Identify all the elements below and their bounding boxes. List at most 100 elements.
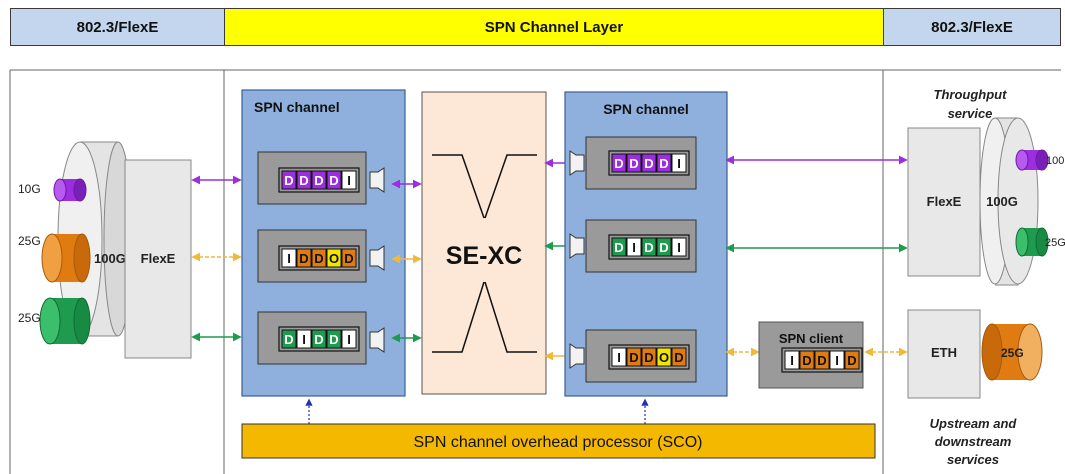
eth-cyl-25g: 25G [981,323,1043,381]
block-cell [326,329,342,349]
block-letter: O [659,350,669,365]
updown-label-line1: Upstream and [930,416,1018,431]
right-drum-label: 100G [986,194,1018,209]
se-xc-label: SE-XC [446,242,522,270]
block-letter: D [644,350,653,365]
outer-frame [9,69,1061,474]
spn-channel-left-panel: SPN channel [241,89,406,397]
block-cell [341,170,357,190]
block-letter: I [677,156,681,171]
block-cell [296,248,312,268]
block-cell [814,350,830,370]
right-drum-100g: 100G [979,117,1039,286]
rate-25g-label-b: 25G [18,311,41,325]
block-cell [626,153,642,173]
port-connector [369,167,385,193]
block-letter: I [790,353,794,368]
right-cyl-green: 25G [1015,227,1065,257]
eth-label: ETH [931,345,957,360]
block-row-frame [278,245,360,271]
block-cell [296,329,312,349]
port-connector [369,327,385,353]
header-center-label: SPN Channel Layer [224,8,884,46]
block-cell [296,170,312,190]
block-letter: D [314,251,323,266]
block-cell [641,237,657,257]
eth-box: ETH [907,309,981,399]
block-letter: D [344,251,353,266]
block-cell [656,237,672,257]
block-cell [311,329,327,349]
se-xc-switch: SE-XC [421,91,547,395]
block-letter: D [659,240,668,255]
block-letter: I [347,173,351,188]
block-letter: D [644,156,653,171]
updown-label-line2: downstream [935,434,1012,449]
port-connector [569,233,585,259]
block-letter: I [632,240,636,255]
left-cyl-25g-a [41,233,91,283]
block-letter: I [287,251,291,266]
block-row-frame [781,347,863,373]
right-rate-100: 100 [1046,155,1064,167]
block-cell [844,350,860,370]
block-cell [281,248,297,268]
block-cell [341,248,357,268]
block-letter: D [659,156,668,171]
block-cell [671,237,687,257]
block-cell [611,153,627,173]
port-connector [569,343,585,369]
throughput-label-line2: service [948,106,993,121]
sco-label: SPN channel overhead processor (SCO) [413,434,702,451]
spn-client-title: SPN client [779,331,844,346]
sco-bar: SPN channel overhead processor (SCO) [241,423,876,459]
block-letter: D [329,332,338,347]
block-row-frame [278,167,360,193]
throughput-label-line1: Throughput [934,87,1008,102]
block-letter: D [284,173,293,188]
block-cell [799,350,815,370]
block-cell [656,153,672,173]
block-letter: D [847,353,856,368]
block-cell [641,153,657,173]
block-cell [611,237,627,257]
block-letter: O [329,251,339,266]
block-letter: D [299,251,308,266]
right-rate-25: 25G [1045,237,1065,249]
block-cell [326,248,342,268]
block-letter: D [817,353,826,368]
block-letter: D [614,156,623,171]
left-cyl-25g-b [39,297,91,345]
block-cell [784,350,800,370]
left-flexe-label: FlexE [141,251,176,266]
block-letter: D [314,332,323,347]
block-cell [311,170,327,190]
block-cell [281,170,297,190]
block-letter: D [314,173,323,188]
block-cell [626,237,642,257]
block-letter: I [835,353,839,368]
spn-channel-right-title: SPN channel [603,101,689,117]
block-cell [829,350,845,370]
block-letter: I [617,350,621,365]
block-letter: D [644,240,653,255]
block-letter: D [802,353,811,368]
block-letter: I [677,240,681,255]
block-cell [311,248,327,268]
right-cyl-purple: 100 [1015,149,1064,171]
block-cell [641,347,657,367]
block-cell [341,329,357,349]
block-cell [611,347,627,367]
block-cell [671,347,687,367]
right-flexe-label: FlexE [927,194,962,209]
left-cyl-10g [53,178,87,202]
block-cell [671,153,687,173]
header-right-label: 802.3/FlexE [883,8,1061,46]
right-flexe-box: FlexE [907,127,981,277]
